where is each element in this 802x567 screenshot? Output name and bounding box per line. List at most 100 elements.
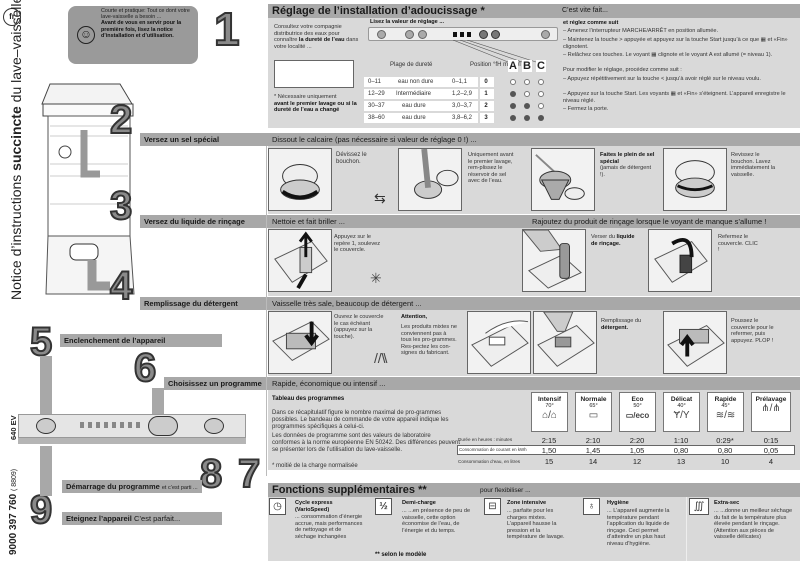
eco-icon: ▭/eco (625, 411, 650, 420)
step-open-rinse-lid: Appuyez sur le repère 1, soulevez le cou… (334, 234, 381, 254)
program-duration: 0:29* (716, 436, 734, 445)
step-9-label: Eteignez l’appareil (66, 514, 132, 523)
led-a-label: A (508, 60, 518, 72)
program-table-p2: Les données de programme sont des valeur… (272, 433, 461, 453)
intro-part: Consultez votre compagnie distributrice … (274, 24, 342, 44)
section-1-header: Réglage de l’installation d’adoucissage … (268, 4, 558, 18)
program-select-buttons[interactable] (148, 416, 178, 436)
hardness-note-box[interactable] (274, 60, 354, 88)
panel-diagram (368, 27, 558, 41)
power-button[interactable] (36, 418, 56, 434)
attention-title: Attention, (401, 314, 428, 320)
close-rinse-lid-image (648, 229, 712, 292)
intro-text: Courte et pratique: Tout ce dont votre l… (101, 8, 190, 21)
feature-title: Extra-sec (714, 500, 740, 506)
step-number-4: 4 (109, 264, 133, 308)
led-b-state (524, 115, 530, 121)
feature-title: Zone intensive (507, 500, 547, 506)
step-8-bar: Démarrage du programme et c’est parti ..… (62, 480, 202, 493)
step-number-7: 7 (237, 452, 261, 496)
led-a-state (510, 91, 516, 97)
quick-icon: ≋/≋ (715, 410, 736, 421)
program-temp: 70° (545, 403, 554, 409)
quick-step-1: – Amenez l’interrupteur MARCHE/ARRÊT en … (563, 28, 719, 34)
row-mmol: 1,2–2,9 (452, 91, 473, 97)
arrow-step-9 (40, 446, 52, 496)
step-unscrew: Dévissez le bouchon. (336, 152, 367, 165)
feature-text: ... parfaite pour les charges mixtes. L’… (507, 508, 565, 541)
title-part2: du lave–vaisselle (8, 0, 24, 107)
pour-bold: liquide de rinçage. (591, 234, 635, 247)
glass-icon: Ɏ/Y (673, 410, 690, 421)
section-2-header: Dissout le calcaire (pas nécessaire si v… (268, 133, 800, 146)
feature-text: ... ...en présence de peu de vaisselle, … (402, 508, 471, 534)
program-temp: 40° (677, 403, 686, 409)
row-mmol: 3,8–6,2 (452, 115, 473, 121)
fill-salt-bold: Faites le plein de sel spécial (600, 152, 655, 165)
title-part1: Notice d’instructions (8, 170, 24, 300)
quick-step-5: – Appuyez répétitivement sur la touche <… (563, 76, 761, 82)
step-4-bar: Remplissage du détergent (140, 297, 268, 310)
step-number-8: 8 (199, 452, 223, 496)
close-detergent-lid-image (663, 311, 727, 374)
quick-step-6: – Appuyez sur la touche Start. Les voyan… (563, 91, 786, 104)
unit-label: °fH mmol/l (493, 62, 521, 68)
quick-step-7: – Fermez la porte. (563, 106, 609, 112)
step-close-rinse-lid: Refermez le couvercle. CLIC ! (718, 234, 758, 254)
title-bold: succincte (8, 106, 24, 171)
program-name: Normale (580, 396, 607, 403)
step-fill-salt: Faites le plein de sel spécial(jamais de… (600, 152, 656, 178)
fill-salt-image (531, 148, 595, 211)
feature-text: ... ...donne un meilleur séchage du fait… (714, 508, 793, 541)
led-c-label: C (536, 60, 546, 72)
program-kwh: 1,05 (629, 446, 645, 455)
program-duration: 1:10 (673, 436, 689, 445)
start-button[interactable] (204, 418, 224, 434)
feature-text: ... consommation d’énergie accrue, mais … (295, 514, 363, 540)
program-water: 15 (544, 457, 554, 466)
read-value-label: Lisez la valeur de réglage ... (370, 19, 444, 25)
led-b-state (524, 103, 530, 109)
program-water: 13 (676, 457, 686, 466)
open-detergent-lid-image (268, 311, 332, 374)
program-table-title: Tableau des programmes (272, 396, 345, 402)
open-rinse-lid-image (268, 229, 332, 292)
detergent-tabs-icon: / / \\ (374, 350, 387, 366)
footnote-bold: avant le premier lavage ou si la dureté … (274, 100, 357, 114)
row-mmol: 3,0–3,7 (452, 103, 473, 109)
power-row-box (457, 445, 795, 455)
column-divider (266, 146, 267, 476)
extra-dry-icon: ∭ (689, 498, 709, 515)
led-a-state (510, 103, 516, 109)
section-7-header: Fonctions supplémentaires ** (268, 483, 476, 497)
row-position: 3 (478, 113, 492, 123)
led-b-state (524, 79, 530, 85)
step-6-bar: Choisissez un programme (164, 377, 268, 390)
program-temp: 65° (589, 403, 598, 409)
row-fh: 12–29 (368, 91, 385, 97)
position-label: Position (470, 62, 492, 68)
half-load-icon: ½ (375, 498, 392, 515)
feature-title: Hygiène (607, 500, 629, 506)
feature-title: Demi-charge (402, 500, 436, 506)
quick-step-3: – Relâchez ces touches. Le voyant ▦ clig… (563, 52, 773, 58)
step-fill-detergent: Remplissage du détergent. (601, 318, 649, 331)
program-kwh: 1,45 (585, 446, 601, 455)
doc-edition: ( 8809) (11, 468, 18, 492)
section-3-header: Nettoie et fait briller ... Rajoutez du … (268, 215, 800, 228)
rinse-warning: Rajoutez du produit de rinçage lorsque l… (532, 217, 767, 226)
intro-bubble: ☺ Courte et pratique: Tout ce dont votre… (68, 6, 198, 64)
row-position: 2 (478, 101, 492, 111)
program-table-p3: * moitié de la charge normalisée (272, 463, 358, 469)
step-fill-water: Uniquement avant le premier lavage, rem-… (468, 152, 514, 185)
footnote-text: * Nécessaire uniquement (274, 94, 337, 100)
led-c-state (538, 103, 544, 109)
control-panel-base (18, 438, 246, 444)
program-name: Prélavage (755, 396, 787, 403)
program-name: Délicat (670, 396, 693, 403)
position-header: Position °fH mmol/l (470, 62, 521, 69)
row-position: 0 (478, 77, 492, 87)
plate-icon: ▭ (588, 410, 599, 421)
program-name: Eco (631, 396, 644, 403)
